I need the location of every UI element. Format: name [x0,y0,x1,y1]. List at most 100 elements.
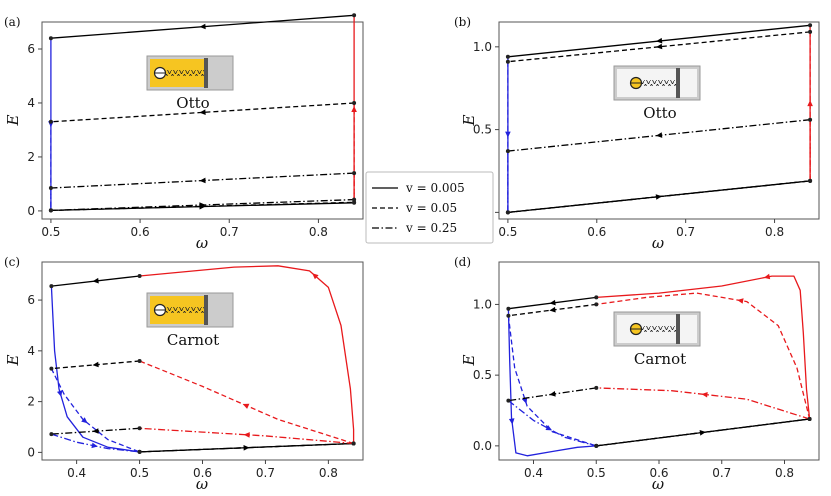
arrowhead [199,23,206,30]
arrowhead [763,273,771,280]
x-tick-label: 0.4 [524,466,543,480]
cycle-cold-dashed [507,315,597,447]
cycle-hot-solid [139,265,355,444]
arrowhead [312,273,319,280]
cycle-hot-solid [596,275,811,420]
cycle-vertex [352,101,357,105]
x-tick-label: 0.8 [765,225,784,239]
legend-label: v = 0.05 [405,201,457,215]
cycle-hot-dashdot [596,387,810,420]
arrowhead [701,392,708,398]
curves [505,23,813,215]
cycle-vertex [352,13,357,18]
cycle-vertex [505,210,510,215]
inset-label: Otto [643,104,676,122]
cycle-vertex [352,197,357,202]
y-tick-label: 0.5 [473,123,492,137]
cycle-vertex [137,426,142,431]
cycle-vertex [505,54,510,59]
plot-frame [41,261,364,461]
arrowhead [508,418,515,425]
arrowhead [656,43,663,50]
y-tick-label: 2 [27,395,35,409]
x-axis-label: ω [652,234,664,252]
arrowhead [243,432,250,438]
panel-label: (d) [454,255,471,269]
cycle-vertex [594,295,599,300]
cycle-adiabat-dashdot [507,180,811,214]
cycle-vertex [49,432,54,437]
cycle-vertex [807,417,812,421]
y-tick-label: 6 [27,42,35,56]
panel-label: (a) [4,15,21,29]
y-tick-label: 6 [27,293,35,307]
cycle-cold-solid [507,308,597,457]
x-tick-label: 0.7 [712,466,731,480]
legend-box [365,171,494,244]
cycle-vertex [352,171,357,176]
arrowhead [91,442,98,449]
cycle-vertex [808,117,813,122]
cycle-vertex [808,23,813,28]
arrowhead [81,417,88,424]
x-tick-label: 0.6 [649,466,668,480]
inset-label: Otto [176,94,209,112]
y-tick-label: 4 [27,344,35,358]
arrowhead [57,390,63,397]
spring-icon [166,307,204,313]
y-tick-label: 1.0 [473,297,492,311]
arrowhead [807,100,813,107]
y-tick-label: 0.0 [473,439,492,453]
x-tick-label: 0.6 [587,225,606,239]
cycle-vertex [137,449,142,454]
curves [48,13,357,213]
x-tick-label: 0.5 [498,225,517,239]
x-tick-label: 0.4 [67,466,86,480]
y-axis-label: E [4,114,22,126]
cycle-vertex [351,441,356,446]
x-tick-label: 0.8 [309,225,328,239]
y-tick-label: 0.5 [473,368,492,382]
cycle-vertex [48,208,53,213]
panel-label: (b) [454,15,471,29]
cycle-cold-solid [50,286,140,453]
legend: v = 0.005 v = 0.05 v = 0.25 [365,171,494,244]
x-tick-label: 0.7 [676,225,695,239]
cycle-vertex [49,284,54,289]
curves [49,265,356,454]
piston-wall [204,58,208,88]
cycle-vertex [808,29,813,34]
plot-frame [41,21,364,220]
cycle-vertex [594,385,599,390]
y-tick-label: 0 [27,445,35,459]
legend-label: v = 0.25 [405,221,457,235]
arrowhead [92,277,99,284]
x-axis-label: ω [652,475,664,493]
piston-wall [204,295,208,325]
panel-label: (c) [4,255,20,269]
x-axis-label: ω [196,475,208,493]
cycle-vertex [594,443,599,448]
arrowhead [199,177,206,184]
cycle-vertex [594,302,599,307]
cycle-cold-dashdot [51,433,140,453]
cycle-vertex [506,398,511,403]
x-tick-label: 0.6 [193,466,212,480]
arrowhead [92,428,99,434]
arrowhead [549,299,556,306]
y-axis-label: E [460,354,478,366]
cycle-adiabat-dashed [507,31,811,63]
x-tick-label: 0.8 [319,466,338,480]
piston-wall [676,314,680,344]
arrowhead [199,202,206,208]
y-axis-label: E [4,354,22,366]
cycle-vertex [48,186,53,190]
inset-diagram: Otto [613,65,701,122]
cycle-cold-dashdot [507,400,597,447]
spring-icon [166,70,204,76]
curves [506,273,812,457]
